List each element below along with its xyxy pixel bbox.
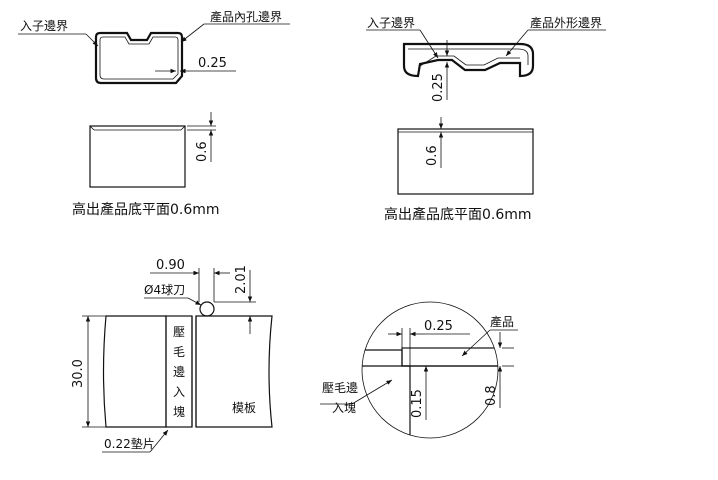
insert-side-block-right [397, 128, 534, 195]
dim-025-detail: 0.25 [424, 319, 453, 334]
label-insert-boundary-right: 入子邊界 [367, 16, 415, 30]
label-insert-boundary: 入子邊界 [20, 19, 68, 33]
dim-offset-025-right: 0.25 [431, 73, 446, 102]
ball-cutter-circle [199, 301, 215, 317]
dim-height-06-left: 0.6 [195, 141, 210, 162]
label-hole-boundary: 產品內孔邊界 [210, 9, 282, 24]
insert-char-1: 壓 [173, 325, 185, 339]
top-right-view: 入子邊界 產品外形邊界 0.25 0.6 高出產品底平面0.6mm [366, 15, 606, 223]
dim-08: 0.8 [484, 385, 499, 406]
dim-height-06-right: 0.6 [425, 145, 440, 166]
top-left-view: 入子邊界 產品內孔邊界 0.25 0.6 高出產品底平面0.6mm [18, 9, 290, 218]
hole-outline [99, 36, 179, 80]
caption-left: 高出產品底平面0.6mm [72, 201, 220, 218]
label-shim: 0.22墊片 [104, 437, 155, 451]
dim-300: 30.0 [71, 359, 86, 388]
template-right [195, 315, 273, 428]
insert-char-5: 塊 [173, 404, 185, 419]
caption-right: 高出產品底平面0.6mm [384, 206, 532, 223]
dim-015: 0.15 [410, 389, 425, 418]
insert-char-3: 邊 [173, 365, 185, 379]
label-insert-line2: 入塊 [332, 400, 356, 415]
insert-char-2: 毛 [173, 345, 185, 359]
label-template: 模板 [232, 401, 256, 415]
bottom-left-section: 壓 毛 邊 入 塊 0.90 Ø4球刀 2.01 30.0 模板 0.22墊片 [71, 258, 273, 453]
detail-insert [362, 349, 411, 438]
bottom-right-detail: 0.25 產品 壓毛邊 入塊 0.15 0.8 [320, 301, 518, 439]
label-product: 產品 [490, 314, 514, 329]
dim-offset-025: 0.25 [198, 56, 227, 71]
label-ball-cutter: Ø4球刀 [144, 283, 185, 297]
dim-201: 2.01 [234, 265, 249, 294]
insert-char-4: 入 [173, 385, 185, 399]
label-insert-line1: 壓毛邊 [322, 381, 358, 395]
dim-090: 0.90 [156, 258, 185, 273]
outer-profile [402, 42, 535, 78]
insert-outline [94, 31, 184, 85]
insert-side-block [89, 125, 186, 188]
label-outer-boundary: 產品外形邊界 [530, 15, 602, 30]
template-left [102, 315, 167, 428]
detail-product [401, 347, 498, 367]
